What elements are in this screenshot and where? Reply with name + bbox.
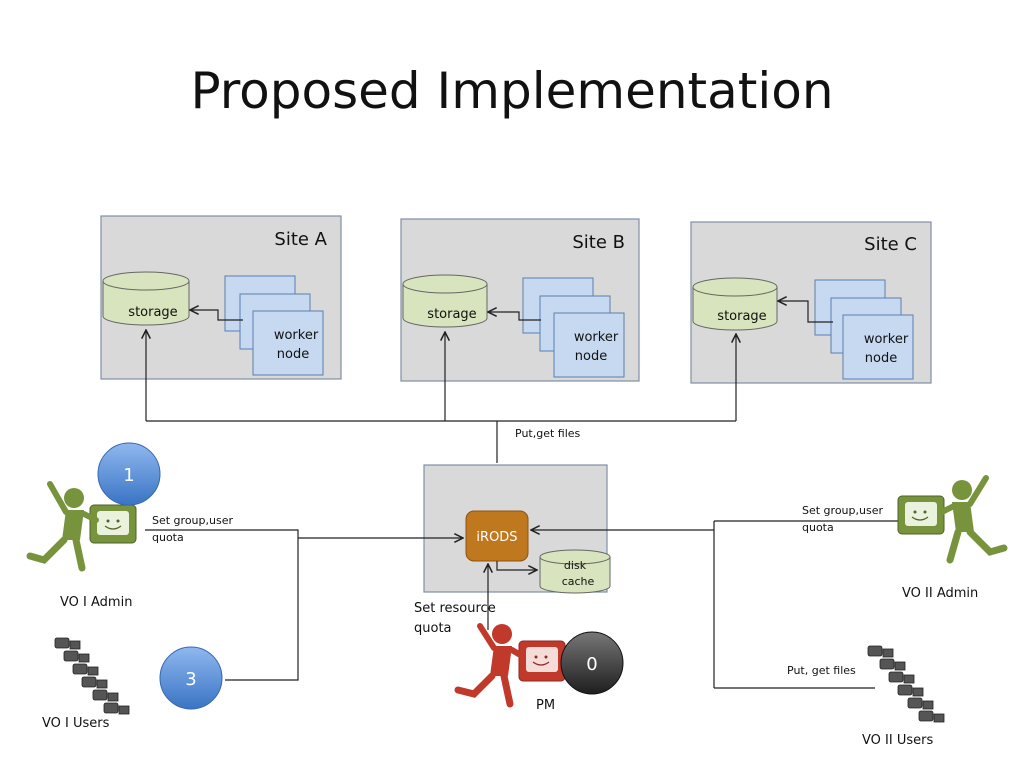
site-a-worker-line2: node [277,347,309,362]
irods-server-box: iRODS disk cache [423,464,611,594]
step-badge-0-text: 0 [586,654,597,675]
vo1-quota-line1: Set group,user [152,514,233,527]
site-b: Site B storage worker node [400,218,640,382]
site-b-worker-nodes: worker node [522,277,625,378]
site-c-label: Site C [864,234,917,255]
vo1-admin-icon [26,481,137,572]
disk-cache: disk cache [539,549,611,594]
vo2-quota-line2: quota [802,521,834,534]
site-a-storage-label: storage [128,305,177,320]
site-a-worker-line1: worker [274,328,319,343]
site-b-storage-label: storage [427,307,476,322]
vo2-admin-icon [897,475,1008,564]
vo1-users-label: VO I Users [42,716,110,731]
vo2-connectors [531,520,900,689]
site-a: Site A storage worker node [100,215,342,380]
step-badge-3-text: 3 [185,669,196,690]
set-resource-line2: quota [414,621,452,636]
disk-cache-line2: cache [562,575,595,588]
site-c-storage-label: storage [717,309,766,324]
step-badge-1: 1 [97,442,161,506]
site-b-worker-line2: node [575,349,607,364]
vo1-users-icon [54,637,130,715]
vo1-admin-label: VO I Admin [60,595,132,610]
site-c-worker-line2: node [865,351,897,366]
vo1-quota-line2: quota [152,531,184,544]
site-b-worker-line1: worker [574,330,619,345]
pm-label: PM [536,698,555,713]
site-c-worker-line1: worker [864,332,909,347]
site-c-storage: storage [692,277,778,331]
site-b-label: Site B [572,232,625,253]
step-badge-3: 3 [159,646,223,710]
vo2-users-label: VO II Users [862,733,933,748]
site-b-storage: storage [402,274,488,328]
irods-node: iRODS [465,510,529,562]
step-badge-0: 0 [560,631,624,695]
vo1-connectors [145,529,463,681]
vo2-put-get-label: Put, get files [787,664,856,677]
vo2-admin-label: VO II Admin [902,586,978,601]
put-get-files-label: Put,get files [515,427,581,440]
irods-label: iRODS [476,530,517,545]
slide-title: Proposed Implementation [190,62,834,120]
site-c: Site C storage worker node [690,221,932,384]
set-resource-line1: Set resource [414,601,496,616]
site-a-label: Site A [274,229,327,250]
site-c-worker-nodes: worker node [814,279,914,380]
step-badge-1-text: 1 [123,465,134,486]
pm-icon [454,623,566,708]
vo2-users-icon [867,645,945,723]
disk-cache-line1: disk [564,559,587,572]
site-a-storage: storage [102,271,190,326]
site-a-worker-nodes: worker node [224,275,324,376]
distribution-connectors [146,330,736,463]
vo2-quota-line1: Set group,user [802,504,883,517]
